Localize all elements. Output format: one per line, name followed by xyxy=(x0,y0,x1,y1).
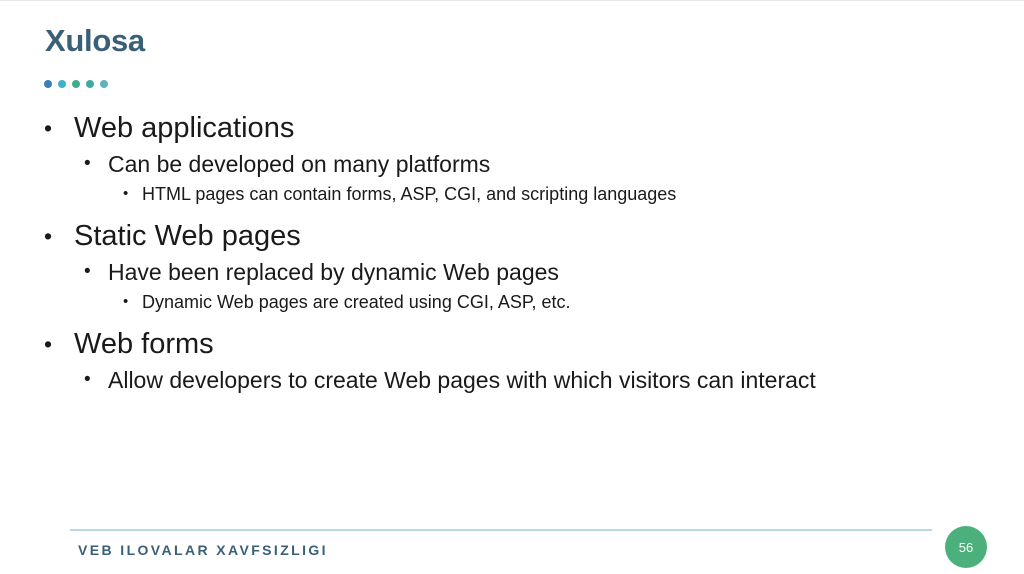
bullet-text: Allow developers to create Web pages wit… xyxy=(108,367,816,393)
bullet-level1: • Web applications xyxy=(44,107,984,149)
footer-course-title: VEB ILOVALAR XAVFSIZLIGI xyxy=(78,542,328,558)
bullet-text: Web forms xyxy=(74,328,214,360)
bullet-text: Dynamic Web pages are created using CGI,… xyxy=(142,292,571,312)
bullet-icon: • xyxy=(84,261,91,282)
bullet-text: HTML pages can contain forms, ASP, CGI, … xyxy=(142,184,677,204)
decor-dot xyxy=(100,80,108,88)
slide-title: Xulosa xyxy=(45,23,145,58)
bullet-text: Static Web pages xyxy=(74,220,301,252)
bullet-level2: • Have been replaced by dynamic Web page… xyxy=(44,257,984,287)
bullet-level3: • HTML pages can contain forms, ASP, CGI… xyxy=(44,179,984,209)
bullet-icon: • xyxy=(84,153,91,174)
decor-dot xyxy=(86,80,94,88)
decor-dot xyxy=(44,80,52,88)
bullet-icon: • xyxy=(44,115,53,141)
decor-dot xyxy=(72,80,80,88)
bullet-icon: • xyxy=(44,223,53,249)
bullet-list: • Web applications • Can be developed on… xyxy=(44,107,984,395)
page-number: 56 xyxy=(958,539,974,555)
bullet-level2: • Allow developers to create Web pages w… xyxy=(44,365,984,395)
bullet-icon: • xyxy=(84,369,91,390)
footer-divider xyxy=(70,529,932,531)
bullet-level2: • Can be developed on many platforms xyxy=(44,149,984,179)
bullet-level1: • Web forms xyxy=(44,323,984,365)
bullet-text: Have been replaced by dynamic Web pages xyxy=(108,259,559,285)
bullet-icon: • xyxy=(44,331,53,357)
decor-dot xyxy=(58,80,66,88)
page-number-badge: 56 xyxy=(945,526,987,568)
title-decoration-dots xyxy=(44,80,108,88)
bullet-text: Web applications xyxy=(74,112,295,144)
bullet-level3: • Dynamic Web pages are created using CG… xyxy=(44,287,984,317)
bullet-icon: • xyxy=(123,185,129,202)
bullet-level1: • Static Web pages xyxy=(44,215,984,257)
bullet-icon: • xyxy=(123,293,129,310)
bullet-text: Can be developed on many platforms xyxy=(108,151,491,177)
